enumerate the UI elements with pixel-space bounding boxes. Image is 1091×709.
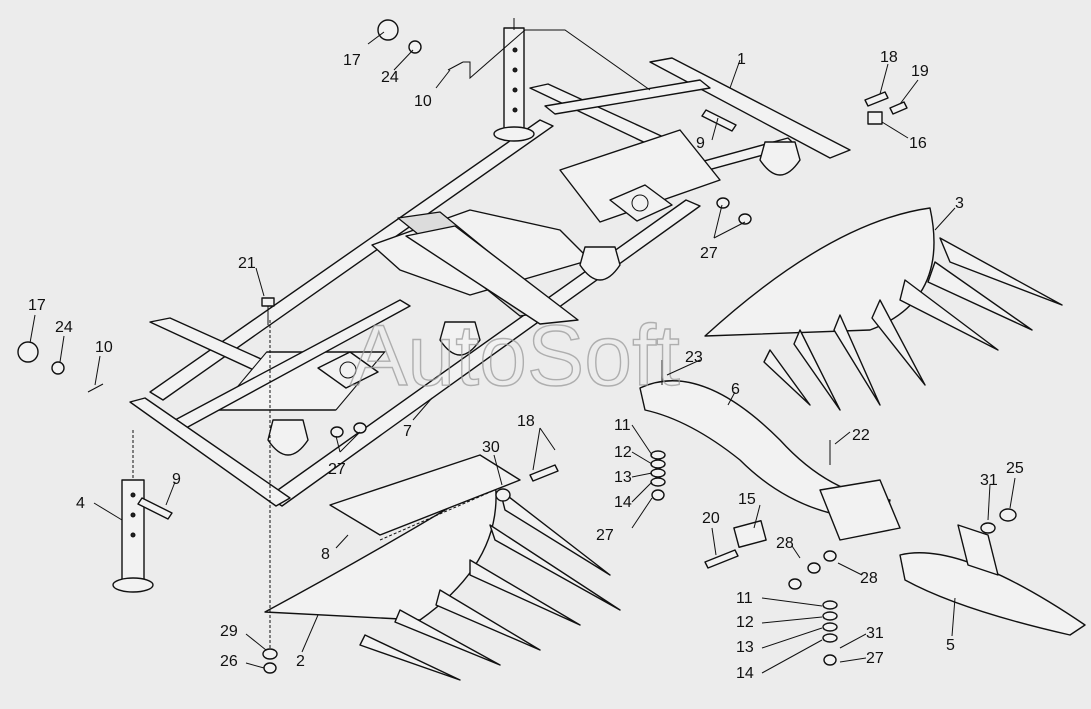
callout-11: 11 (736, 590, 753, 607)
callout-27: 27 (700, 245, 718, 262)
callout-25: 25 (1006, 460, 1024, 477)
callout-24: 24 (381, 69, 399, 86)
callout-27: 27 (866, 650, 884, 667)
callout-8: 8 (321, 546, 330, 563)
crop-divider-left (264, 454, 621, 681)
callout-14: 14 (736, 665, 754, 682)
callout-6: 6 (731, 381, 740, 398)
callout-14: 14 (614, 494, 632, 511)
callout-13: 13 (736, 639, 754, 656)
callout-26: 26 (220, 653, 238, 670)
callout-13: 13 (614, 469, 632, 486)
callout-29: 29 (220, 623, 238, 640)
callout-5: 5 (946, 637, 955, 654)
hardware (17, 19, 1017, 674)
callout-10: 10 (95, 339, 113, 356)
callout-7: 7 (403, 423, 412, 440)
callout-3: 3 (955, 195, 964, 212)
callout-15: 15 (738, 491, 756, 508)
callout-21: 21 (238, 255, 256, 272)
callout-10: 10 (414, 93, 432, 110)
callout-27: 27 (328, 461, 346, 478)
callout-22: 22 (852, 427, 870, 444)
callout-12: 12 (736, 614, 754, 631)
divider-shoe (899, 524, 1086, 636)
callout-labels: 17 24 10 1 18 19 16 9 27 3 21 17 24 10 7… (28, 49, 1024, 682)
callout-12: 12 (614, 444, 632, 461)
watermark: AutoSoft (350, 308, 680, 404)
jack-stand-upper (493, 18, 535, 142)
callout-9: 9 (172, 471, 181, 488)
callout-31: 31 (866, 625, 884, 642)
callout-2: 2 (296, 653, 305, 670)
callout-31: 31 (980, 472, 998, 489)
jack-stand-lower (112, 479, 154, 593)
callout-4: 4 (76, 495, 85, 512)
main-frame (129, 57, 851, 507)
callout-18: 18 (880, 49, 898, 66)
divider-arm (639, 380, 901, 541)
callout-11: 11 (614, 417, 631, 434)
callout-16: 16 (909, 135, 927, 152)
callout-1: 1 (737, 51, 746, 68)
callout-17: 17 (343, 52, 361, 69)
callout-23: 23 (685, 349, 703, 366)
callout-17: 17 (28, 297, 46, 314)
callout-28: 28 (776, 535, 794, 552)
callout-20: 20 (702, 510, 720, 527)
crop-divider-right (704, 207, 1063, 411)
callout-18: 18 (517, 413, 535, 430)
callout-30: 30 (482, 439, 500, 456)
callout-24: 24 (55, 319, 73, 336)
leader-lines (29, 29, 1016, 674)
callout-9: 9 (696, 135, 705, 152)
callout-28: 28 (860, 570, 878, 587)
callout-19: 19 (911, 63, 929, 80)
callout-27: 27 (596, 527, 614, 544)
